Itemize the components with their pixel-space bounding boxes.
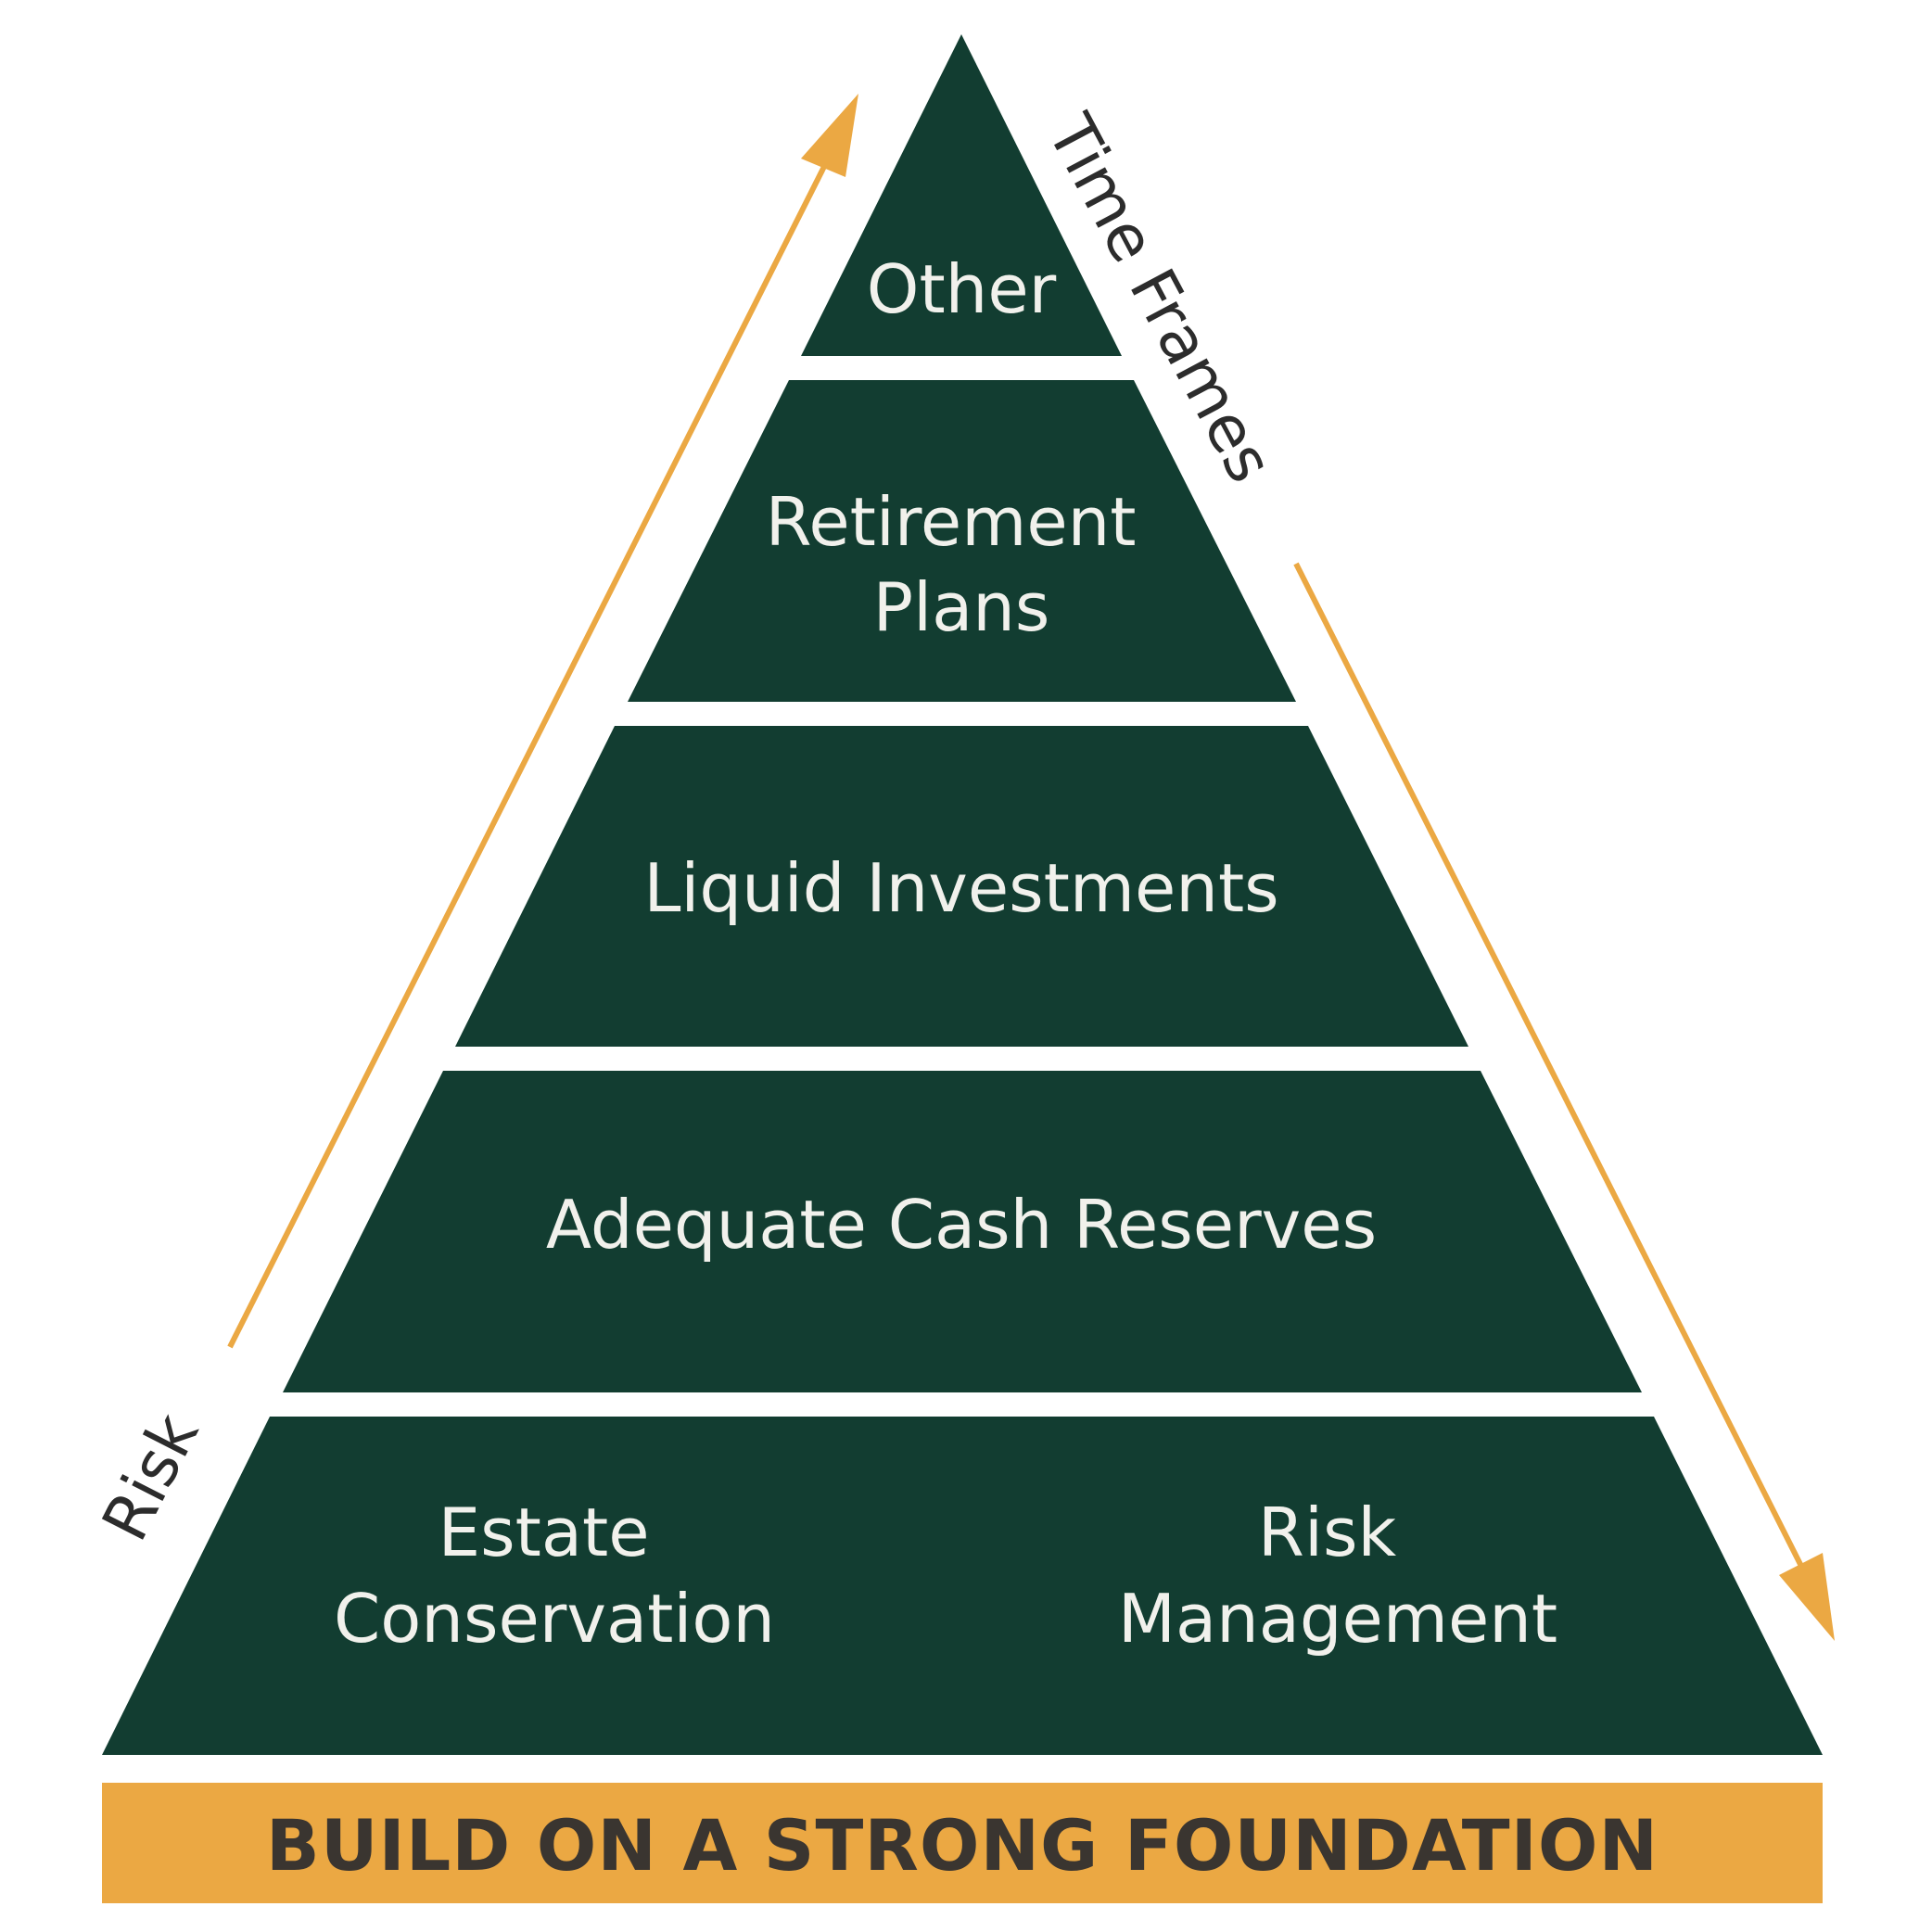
- tier-label-risk-management: Risk Management: [1118, 1493, 1557, 1658]
- pyramid: [102, 34, 1823, 1755]
- tier-other: [801, 34, 1122, 356]
- tier-label-adequate-cash-reserves: Adequate Cash Reserves: [546, 1186, 1377, 1264]
- tier-label-liquid-investments: Liquid Investments: [643, 849, 1278, 927]
- tier-liquid-investments: [455, 726, 1468, 1047]
- time-frames-arrow: [1293, 562, 1825, 1610]
- tier-label-estate-conservation: Estate Conservation: [334, 1493, 775, 1658]
- tier-label-other: Other: [867, 250, 1057, 328]
- tier-retirement-plans: [628, 380, 1296, 702]
- tier-foundation-level: [102, 1417, 1823, 1755]
- tier-adequate-cash-reserves: [283, 1071, 1642, 1392]
- foundation-banner-label: BUILD ON A STRONG FOUNDATION: [266, 1804, 1659, 1887]
- foundation-banner: [102, 1783, 1823, 1903]
- tier-label-retirement-plans: Retirement Plans: [766, 483, 1158, 646]
- risk-arrowhead: [801, 94, 858, 177]
- time-frames-arrowhead: [1779, 1553, 1835, 1641]
- risk-axis-label: Risk: [89, 1403, 214, 1553]
- risk-arrow: [227, 115, 852, 1349]
